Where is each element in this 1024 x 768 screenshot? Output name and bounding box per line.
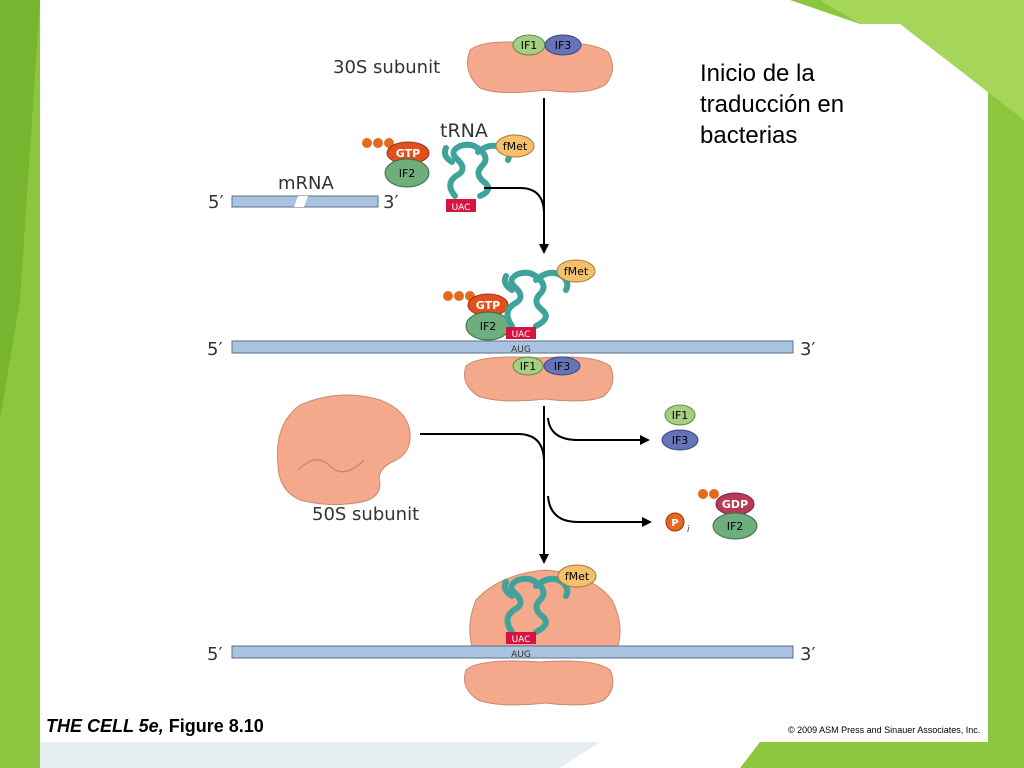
copyright-notice: © 2009 ASM Press and Sinauer Associates,… <box>788 725 981 735</box>
start-codon-label: AUG <box>511 650 531 660</box>
mrna-label: mRNA <box>278 173 335 194</box>
step2-30s-initiation-complex: GTP IF2 fMet UAC 5′ 3′ AUG IF1 IF3 <box>207 259 816 402</box>
ribosome-30s-small-subunit <box>464 660 614 706</box>
figure-credit: THE CELL 5e, Figure 8.10 <box>46 716 264 737</box>
if3-label: IF3 <box>555 39 572 52</box>
anticodon-box <box>446 199 476 212</box>
if1-label: IF1 <box>520 360 537 373</box>
mrna-3prime-label: 3′ <box>800 339 816 360</box>
step1-30s-complex: IF1 IF3 30S subunit <box>333 34 613 94</box>
phosphate-dot <box>362 138 372 148</box>
if1-label: IF1 <box>672 409 689 422</box>
subunit-50s-label: 50S subunit <box>312 504 419 525</box>
gtp-label: GTP <box>396 147 420 160</box>
gtp-label: GTP <box>476 299 500 312</box>
figure-number: Figure 8.10 <box>168 716 264 736</box>
if2-factor <box>384 158 430 188</box>
phosphate-subscript: i <box>687 525 690 535</box>
if3-label: IF3 <box>554 360 571 373</box>
phosphate-dot <box>698 489 708 499</box>
anticodon-label: UAC <box>512 635 531 645</box>
join-arrow <box>420 433 545 463</box>
if3-label: IF3 <box>672 434 689 447</box>
anticodon-label: UAC <box>452 203 471 213</box>
mrna-strand <box>231 645 794 659</box>
fmet-amino-acid <box>557 564 597 588</box>
step3-70s-initiation-complex: fMet UAC 5′ 3′ AUG <box>207 564 816 706</box>
step3-50s-joining: 50S subunit <box>276 394 419 525</box>
phosphate-dot <box>373 138 383 148</box>
if1-label: IF1 <box>521 39 538 52</box>
anticodon-label: UAC <box>512 330 531 340</box>
step1-trna-if2-gtp: GTP IF2 tRNA fMet UAC <box>362 120 535 213</box>
if2-label: IF2 <box>399 167 416 180</box>
trna-label: tRNA <box>440 120 488 142</box>
gdp-label: GDP <box>722 498 748 511</box>
flow-arrows-1 <box>484 98 549 254</box>
anticodon-box <box>506 632 536 644</box>
if3-factor <box>661 429 699 451</box>
merge-arrow <box>484 187 545 215</box>
if2-label: IF2 <box>727 520 744 533</box>
if2-factor <box>712 512 758 540</box>
subunit-30s-label: 30S subunit <box>333 57 440 78</box>
released-factors: IF1 IF3 GDP IF2 P i <box>661 404 758 540</box>
fmet-amino-acid <box>495 134 535 158</box>
phosphate-dot <box>454 291 464 301</box>
flow-arrows-2 <box>420 406 652 564</box>
start-codon-label: AUG <box>511 345 531 355</box>
ribosome-50s-fold <box>297 459 365 473</box>
fmet-amino-acid <box>556 259 596 283</box>
mrna-strand <box>231 340 794 354</box>
step1-mrna: mRNA 5′ 3′ <box>208 173 399 213</box>
if3-factor <box>544 34 582 56</box>
fmet-label: fMet <box>565 570 590 583</box>
release-if2-gdp-arrow <box>547 495 652 527</box>
book-title: THE CELL 5e, <box>46 716 164 736</box>
phosphate-label: P <box>671 518 678 529</box>
mrna-3prime-label: 3′ <box>800 644 816 665</box>
phosphate-dot <box>443 291 453 301</box>
mrna-5prime-label: 5′ <box>208 192 224 213</box>
mrna-5prime-label: 5′ <box>207 644 223 665</box>
phosphate-dot <box>709 489 719 499</box>
if2-label: IF2 <box>480 320 497 333</box>
mrna-break <box>294 196 308 207</box>
mrna-5prime-label: 5′ <box>207 339 223 360</box>
inorganic-phosphate <box>665 512 685 532</box>
release-if1-if3-arrow <box>547 417 650 445</box>
if1-factor <box>664 404 696 426</box>
fmet-label: fMet <box>564 265 589 278</box>
fmet-label: fMet <box>503 140 528 153</box>
anticodon-box <box>506 327 536 339</box>
trna-molecule <box>501 269 571 329</box>
mrna-3prime-label: 3′ <box>383 192 399 213</box>
slide-title: Inicio de la traducción en bacterias <box>700 60 845 149</box>
ribosome-50s-large-subunit <box>276 394 411 506</box>
phosphate-dot <box>384 138 394 148</box>
if1-factor <box>512 356 544 376</box>
if3-factor <box>543 356 581 376</box>
